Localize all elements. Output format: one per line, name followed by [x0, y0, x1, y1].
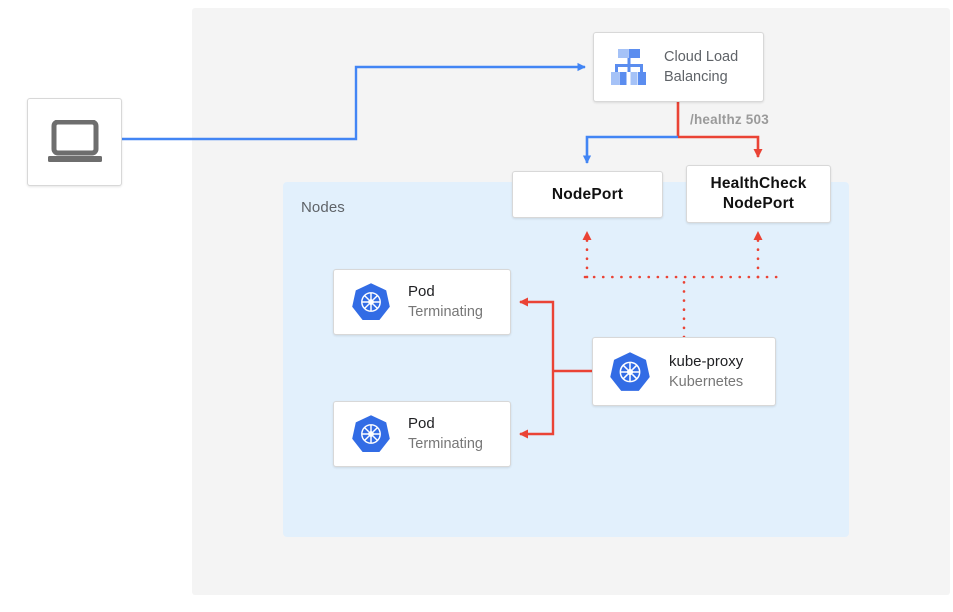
kube-proxy-text: kube-proxy Kubernetes	[669, 352, 743, 392]
healthz-503-label: /healthz 503	[690, 112, 769, 127]
kubernetes-icon	[352, 283, 390, 320]
laptop-icon	[47, 120, 102, 162]
kubernetes-icon	[352, 415, 390, 452]
pod-status: Terminating	[408, 436, 483, 452]
cloud-load-balancing-label: Cloud Load Balancing	[664, 47, 738, 87]
kubernetes-icon	[610, 351, 650, 391]
nodes-region-label: Nodes	[301, 199, 345, 216]
kube-proxy-card[interactable]: kube-proxy Kubernetes	[592, 337, 776, 406]
pod-status: Terminating	[408, 304, 483, 320]
pod-title: Pod	[408, 415, 435, 432]
cloud-load-balancing-icon	[611, 49, 646, 85]
clb-line-2: Balancing	[664, 69, 728, 85]
clb-line-1: Cloud Load	[664, 49, 739, 65]
pod-card[interactable]: Pod Terminating	[333, 269, 511, 335]
healthcheck-nodeport-line-2: NodePort	[722, 195, 795, 212]
pod-card[interactable]: Pod Terminating	[333, 401, 511, 467]
pod-text: Pod Terminating	[408, 282, 483, 322]
kube-proxy-subtitle: Kubernetes	[669, 373, 744, 390]
pod-title: Pod	[408, 283, 435, 300]
healthcheck-nodeport-label: HealthCheck NodePort	[710, 174, 806, 214]
pod-text: Pod Terminating	[408, 414, 483, 454]
client-device-card[interactable]	[27, 98, 122, 186]
healthcheck-nodeport-line-1: HealthCheck	[710, 175, 807, 192]
nodeport-card[interactable]: NodePort	[512, 171, 663, 218]
cloud-load-balancing-card[interactable]: Cloud Load Balancing	[593, 32, 764, 102]
healthcheck-nodeport-card[interactable]: HealthCheck NodePort	[686, 165, 831, 223]
kube-proxy-title: kube-proxy	[669, 352, 744, 370]
nodeport-label: NodePort	[551, 185, 624, 203]
